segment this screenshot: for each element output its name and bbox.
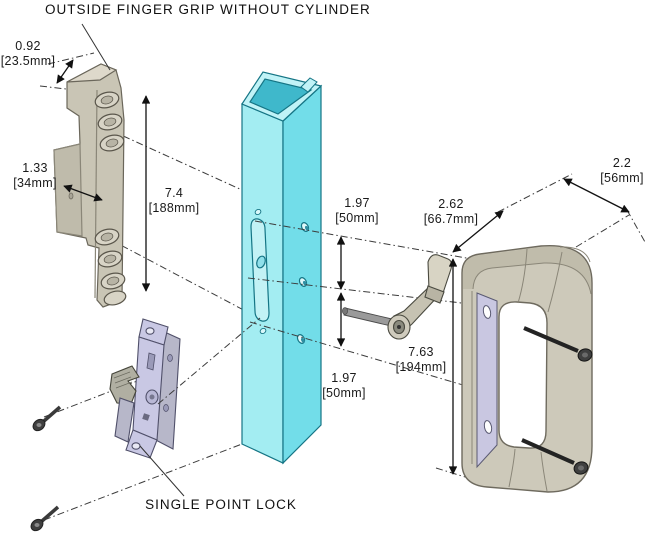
dim-arrow-handle-projection (452, 210, 504, 253)
handle-plate-hole (482, 305, 492, 319)
dim-grip-height-in: 7.4 (164, 186, 184, 200)
dim-arrow-grip-width (63, 184, 103, 202)
stile-lock-slot (250, 218, 270, 322)
dim-arrow-handle-depth (563, 178, 630, 213)
lever-pin-tip (342, 307, 348, 315)
screw-head-highlight (36, 423, 42, 427)
lock-lower-plate (114, 397, 135, 443)
stile-right-face (282, 84, 322, 465)
dim-grip-depth: 0.92 [23.5mm] (0, 39, 73, 69)
dim-handle-projection-mm: [66.7mm] (423, 212, 479, 226)
dim-handle-height: 7.63 [194mm] (376, 345, 466, 375)
centerline (47, 52, 95, 65)
screw-head-highlight (578, 465, 584, 471)
screw-head-highlight (582, 352, 588, 358)
lever-paddle-base (424, 285, 445, 304)
dim-grip-depth-mm: [23.5mm] (0, 54, 56, 68)
dimension-arrows (56, 59, 630, 475)
screw-head-highlight (34, 523, 40, 527)
diagram-title: OUTSIDE FINGER GRIP WITHOUT CYLINDER (45, 2, 371, 17)
dim-handle-height-mm: [194mm] (395, 360, 447, 374)
dim-hole-spacing-lower-in: 1.97 (331, 371, 357, 385)
handle-seams (471, 246, 591, 492)
handle-top-face-edge (472, 262, 592, 295)
dim-grip-depth-in: 0.92 (15, 39, 41, 53)
lock-leader-line (139, 445, 185, 497)
lock-bottom-hole (131, 442, 141, 450)
handle-screw (521, 438, 589, 475)
finger-grip-top-face (66, 63, 118, 83)
single-point-lock-label: SINGLE POINT LOCK (145, 497, 297, 512)
dim-grip-width-mm: [34mm] (13, 176, 57, 190)
grip-wing-hole (68, 192, 74, 200)
lock-boss-center (149, 394, 155, 400)
centerline (43, 443, 243, 521)
door-stile-extrusion (241, 71, 323, 465)
pull-handle-part (461, 244, 593, 493)
dim-hole-spacing-upper-mm: [50mm] (335, 211, 379, 225)
stile-screw-hole-small (254, 208, 262, 216)
dim-hole-spacing-upper-in: 1.97 (344, 196, 370, 210)
dim-handle-depth-mm: [56mm] (600, 171, 644, 185)
dim-hole-spacing-upper: 1.97 [50mm] (312, 196, 402, 226)
dim-handle-projection-in: 2.62 (438, 197, 464, 211)
mounting-screw (32, 405, 62, 432)
centerline (497, 173, 573, 213)
lock-top-hole (145, 327, 155, 335)
dim-grip-height-mm: [188mm] (148, 201, 200, 215)
dim-grip-width: 1.33 [34mm] (0, 161, 80, 191)
dim-handle-projection: 2.62 [66.7mm] (406, 197, 496, 227)
lock-side-post (167, 354, 173, 362)
stile-channel-notch (300, 77, 318, 93)
dim-handle-height-in: 7.63 (408, 345, 434, 359)
thumb-lever-part (342, 254, 453, 340)
lock-face-slot (146, 352, 156, 371)
centerline (575, 214, 630, 248)
lock-side-post (163, 404, 169, 412)
dim-grip-width-in: 1.33 (22, 161, 48, 175)
handle-top-face (463, 246, 591, 294)
single-point-lock-part (109, 318, 181, 459)
mounting-screws (30, 405, 62, 532)
grip-rollers (94, 91, 127, 306)
centerline (626, 209, 645, 243)
title-leader-line (81, 23, 111, 71)
centerline (247, 277, 471, 305)
mounting-screw (30, 505, 60, 532)
stile-channel-opening (249, 78, 313, 115)
lever-pivot-center (397, 325, 401, 329)
dim-handle-depth-in: 2.2 (612, 156, 632, 170)
lock-detail-square (142, 413, 150, 421)
handle-plate-hole (483, 420, 493, 434)
dim-hole-spacing-lower-mm: [50mm] (322, 386, 366, 400)
centerline (109, 129, 243, 191)
handle-screw (523, 326, 593, 362)
lever-pin (343, 307, 393, 327)
dim-handle-depth: 2.2 [56mm] (577, 156, 645, 186)
dim-hole-spacing-lower: 1.97 [50mm] (299, 371, 389, 401)
handle-inner-plate (476, 292, 498, 469)
stile-slot-hole (256, 255, 266, 269)
dim-grip-height: 7.4 [188mm] (129, 186, 219, 216)
stile-screw-hole-small (259, 327, 267, 335)
leader-lines (81, 23, 185, 497)
lock-hook-ribs (113, 371, 133, 389)
dim-arrow-grip-depth (56, 59, 74, 84)
